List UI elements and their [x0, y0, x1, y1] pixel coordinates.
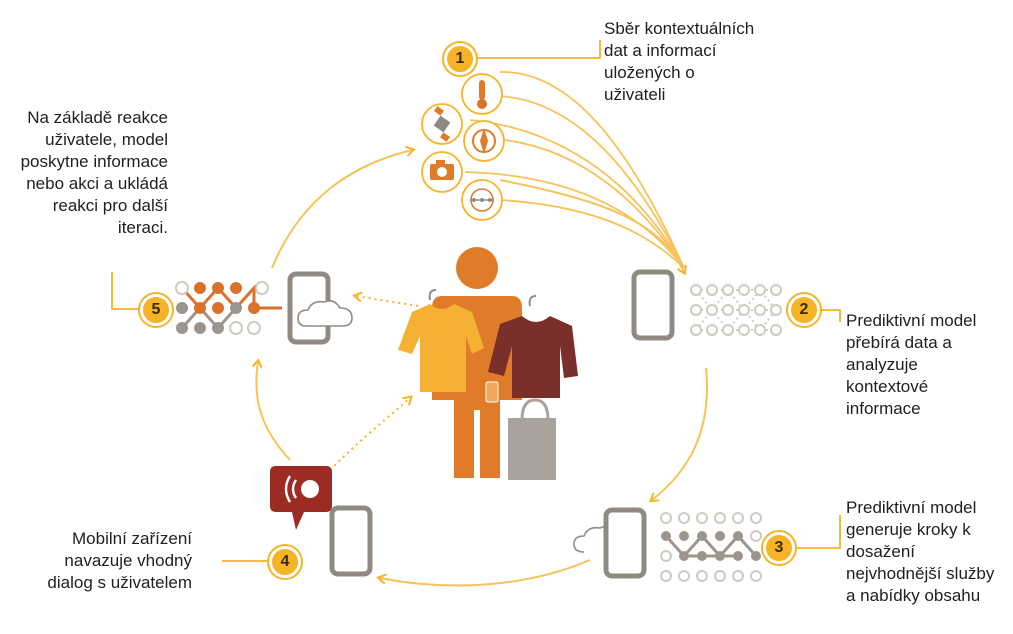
shopping-bag-icon — [508, 398, 556, 480]
step-1-badge: 1 — [444, 43, 476, 75]
badge-connectors — [111, 40, 841, 562]
sound-wave-icon — [284, 475, 319, 503]
phone-icon — [329, 505, 373, 577]
step-4-badge: 4 — [269, 546, 301, 578]
step-1-text: Sběr kontextuálních dat a informací ulož… — [604, 19, 755, 104]
fan-arrows — [464, 71, 685, 269]
cloud-icon — [297, 300, 353, 327]
phone-4-group — [270, 466, 373, 577]
arrow-5-to-1 — [271, 150, 412, 269]
dotted-arrow-to-phone4 — [329, 398, 410, 471]
arrow-3-to-4 — [380, 559, 591, 587]
dotted-arrow-to-phone5 — [356, 296, 419, 307]
person-head — [456, 247, 498, 289]
yellow-shirt-icon — [398, 289, 484, 392]
phone-5-group — [175, 271, 353, 345]
speech-bubble-icon — [270, 466, 332, 530]
maroon-shirt-icon — [488, 295, 578, 398]
arrow-2-to-3 — [652, 367, 708, 500]
step-3-text: Prediktivní model generuje kroky k dosaž… — [846, 498, 995, 605]
phone-3-group — [573, 507, 762, 582]
phone-2-group — [631, 269, 782, 341]
step-4-text: Mobilní zařízení navazuje vhodný dialog … — [47, 529, 192, 592]
satellite-icon — [421, 103, 463, 145]
step-2-badge: 2 — [788, 294, 820, 326]
compass-icon — [463, 120, 505, 162]
step-2-text: Prediktivní model přebírá data a analyzu… — [846, 311, 977, 418]
network-nodes-5 — [175, 281, 282, 335]
context-icons — [421, 73, 505, 221]
phone-icon — [631, 269, 675, 341]
step-5-text: Na základě reakce uživatele, model posky… — [20, 108, 168, 237]
camera-icon — [421, 151, 463, 193]
dotted-arrows — [329, 296, 419, 471]
network-nodes-2 — [690, 284, 782, 336]
network-nodes-3 — [660, 512, 762, 582]
step-5-badge: 5 — [140, 294, 172, 326]
thermometer-icon — [461, 73, 503, 115]
network-icon — [461, 179, 503, 221]
arrow-4-to-5 — [256, 362, 291, 461]
step-3-badge: 3 — [763, 532, 795, 564]
hand-phone — [485, 381, 499, 403]
phone-icon — [603, 507, 647, 579]
